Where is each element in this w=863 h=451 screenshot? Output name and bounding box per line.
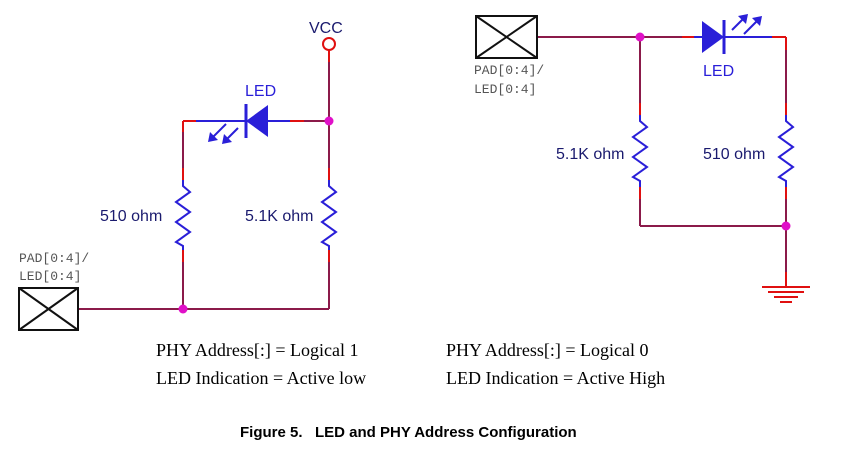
left-caption-line1: PHY Address[:] = Logical 1	[156, 340, 358, 360]
left-resistor-5k1-icon	[320, 180, 338, 250]
right-led-label: LED	[703, 63, 734, 80]
right-pad-icon	[475, 15, 538, 59]
right-pad-label-2: LED[0:4]	[474, 82, 536, 97]
vcc-label: VCC	[309, 20, 343, 37]
left-led-label: LED	[245, 83, 276, 100]
right-circuit: PAD[0:4]/ LED[0:4] LED 5.1K ohm 510 ohm	[446, 14, 810, 388]
left-node-bottom	[178, 304, 188, 314]
left-caption-line2: LED Indication = Active low	[156, 368, 366, 388]
left-pad-label-1: PAD[0:4]/	[19, 251, 89, 266]
right-caption-line1: PHY Address[:] = Logical 0	[446, 340, 648, 360]
right-node-top	[635, 32, 645, 42]
right-pad-label-1: PAD[0:4]/	[474, 63, 544, 78]
right-resistor-510-icon	[777, 115, 795, 187]
left-resistor-510-label: 510 ohm	[100, 208, 162, 225]
right-node-bottom	[781, 221, 791, 231]
left-led-icon	[196, 104, 290, 144]
left-resistor-5k1-label: 5.1K ohm	[245, 208, 313, 225]
left-resistor-510-icon	[174, 180, 192, 250]
left-wires	[78, 50, 330, 310]
right-resistor-510-label: 510 ohm	[703, 146, 765, 163]
left-stubs	[182, 50, 330, 262]
left-node-top	[324, 116, 334, 126]
figure-caption: Figure 5. LED and PHY Address Configurat…	[240, 424, 577, 441]
left-circuit: VCC LED 510 ohm 5.1K ohm PAD[0:4]/	[18, 20, 366, 388]
right-resistor-5k1-label: 5.1K ohm	[556, 146, 624, 163]
right-caption-line2: LED Indication = Active High	[446, 368, 665, 388]
right-resistor-5k1-icon	[631, 115, 649, 187]
vcc-terminal-icon	[322, 37, 336, 51]
right-led-icon	[694, 14, 772, 54]
left-pad-label-2: LED[0:4]	[19, 269, 81, 284]
left-pad-icon	[18, 287, 79, 331]
right-stubs	[639, 36, 787, 287]
ground-icon	[762, 286, 810, 303]
